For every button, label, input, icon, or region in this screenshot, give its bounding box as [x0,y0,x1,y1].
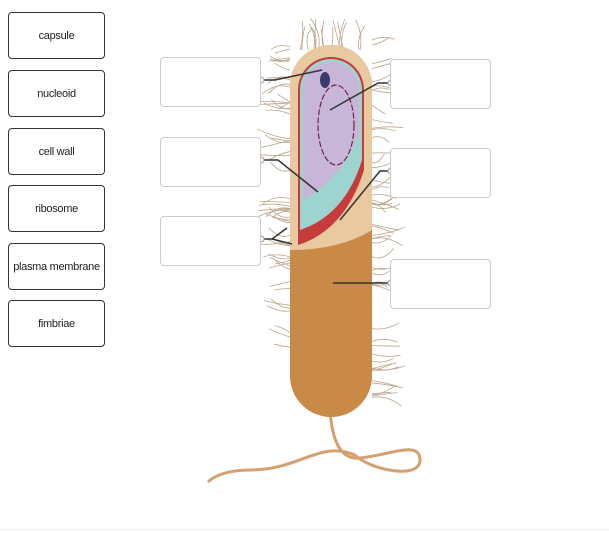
leader-lines [261,69,391,284]
flagellum [206,409,422,484]
nucleoid-region [317,84,355,166]
drop-zone-right-1[interactable] [390,59,491,109]
drop-zone-left-1[interactable] [160,57,261,107]
drop-zone-right-2[interactable] [390,148,491,198]
label-fimbriae[interactable]: fimbriae [8,300,105,347]
drop-zone-right-3[interactable] [390,259,491,309]
divider [0,529,609,530]
label-capsule[interactable]: capsule [8,12,105,59]
label-plasma-membrane[interactable]: plasma membrane [8,243,105,290]
cytoplasm [303,62,359,200]
label-ribosome[interactable]: ribosome [8,185,105,232]
drop-zone-left-2[interactable] [160,137,261,187]
label-cell-wall[interactable]: cell wall [8,128,105,175]
drop-zone-left-3[interactable] [160,216,261,266]
label-nucleoid[interactable]: nucleoid [8,70,105,117]
